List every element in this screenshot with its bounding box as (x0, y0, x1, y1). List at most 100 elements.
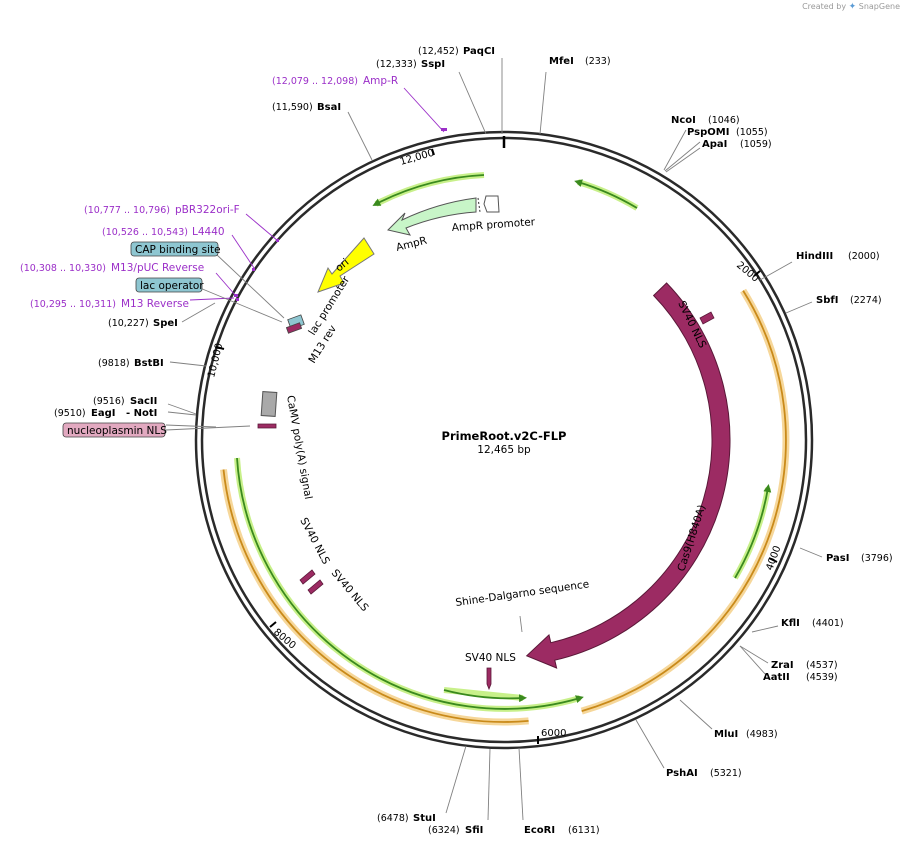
site-pspomi-pos: (1055) (736, 127, 768, 138)
site-pasi: PasI (826, 553, 849, 564)
cap-binding-site-label: CAP binding site (135, 244, 221, 256)
site-ecori: EcoRI (524, 825, 555, 836)
site-zrai: ZraI (771, 660, 794, 671)
site-sbfi-pos: (2274) (850, 295, 882, 306)
site-pshai: PshAI (666, 768, 698, 779)
site-kfli: KflI (781, 618, 800, 629)
primer-m13-puc-reverse: M13/pUC Reverse (111, 262, 204, 274)
site-hindiii-pos: (2000) (848, 251, 880, 262)
site-sbfi: SbfI (816, 295, 838, 306)
orf-5 (443, 689, 527, 703)
site-bstbi: BstBI (134, 358, 164, 369)
primer-pbr322ori-f: pBR322ori-F (175, 204, 240, 216)
orf-3 (734, 484, 772, 579)
ori-arrow (317, 237, 375, 293)
site-spei-pos: (10,227) (108, 318, 149, 329)
primer-pbr322ori-f-pos: (10,777 .. 10,796) (84, 205, 170, 216)
site-paqci-pos: (12,452) (418, 46, 459, 57)
site-aatii: AatII (763, 672, 790, 683)
shine-dalgarno-label: Shine-Dalgarno sequence (455, 578, 590, 609)
ampr-label: AmpR (395, 235, 428, 254)
cap-binding-site-box (130, 241, 219, 257)
orf-layer (220, 288, 790, 726)
site-pshai-pos: (5321) (710, 768, 742, 779)
cas9-arrow (525, 282, 731, 669)
site-sfii: SfiI (465, 825, 483, 836)
site-eagi: EagI (91, 408, 115, 419)
sv40-nls-arrow-bottom (486, 667, 492, 691)
primer-m13-reverse: M13 Reverse (121, 298, 189, 310)
site-aatii-pos: (4539) (806, 672, 838, 683)
orf-orange-right (581, 290, 787, 712)
orf-4 (236, 457, 584, 710)
site-eagi-pos: (9510) (54, 408, 86, 419)
orf-glow-3 (732, 487, 771, 580)
site-sfii-pos: (6324) (428, 825, 460, 836)
site-stui-pos: (6478) (377, 813, 409, 824)
site-sacii-pos: (9516) (93, 396, 125, 407)
site-ncoi: NcoI (671, 115, 696, 126)
site-hindiii: HindIII (796, 251, 833, 262)
primer-l4440: L4440 (192, 226, 225, 238)
sv40-nls-label-left-1: SV40 NLS (297, 516, 332, 567)
ampr-junction (477, 197, 481, 213)
site-mfei: MfeI (549, 56, 574, 67)
site-sacii: SacII (130, 396, 157, 407)
site-apai: ApaI (702, 139, 727, 150)
primer-amp-r: Amp-R (363, 75, 398, 87)
site-pspomi: PspOMI (687, 127, 729, 138)
nucleoplasmin-nls-label: nucleoplasmin NLS (67, 425, 167, 437)
created-by-label: Created by (802, 2, 847, 11)
shine-dalgarno-leader (519, 615, 523, 633)
orf-2 (574, 179, 638, 209)
orf-orange-left (222, 469, 529, 723)
site-sspi: SspI (421, 59, 445, 70)
site-pasi-pos: (3796) (861, 553, 893, 564)
site-spei: SpeI (153, 318, 178, 329)
plasmid-name: PrimeRoot.v2C-FLP (442, 429, 567, 443)
primer-marks (234, 128, 447, 301)
snapgene-credit: Created by ✦ SnapGene (802, 2, 900, 12)
site-ecori-pos: (6131) (568, 825, 600, 836)
cas9-junction (676, 595, 689, 603)
ampr-arrow (387, 197, 477, 236)
site-bsai: BsaI (317, 102, 341, 113)
site-sspi-pos: (12,333) (376, 59, 417, 70)
site-leaders (165, 58, 823, 821)
plasmid-backbone (194, 130, 814, 750)
primer-l4440-pos: (10,526 .. 10,543) (102, 227, 188, 238)
camv-polya-label: CaMV poly(A) signal (284, 394, 314, 500)
nucleoplasmin-nls-arrow (257, 423, 277, 429)
ampr-promoter-arrow (483, 195, 500, 213)
ampr-promoter-label: AmpR promoter (451, 216, 536, 234)
orf-1 (372, 174, 485, 206)
tick-marks (215, 148, 778, 744)
sv40-nls-label-left-2: SV40 NLS (329, 567, 371, 614)
site-zrai-pos: (4537) (806, 660, 838, 671)
tick-6000: 6000 (541, 728, 566, 739)
site-paqci: PaqCI (463, 46, 495, 57)
site-kfli-pos: (4401) (812, 618, 844, 629)
box-leaders (165, 253, 285, 431)
sv40-nls-arrow-top (699, 311, 715, 325)
sv40-nls-arrow-left-1 (299, 569, 316, 585)
green-orfs (234, 172, 772, 712)
primer-m13-reverse-pos: (10,295 .. 10,311) (30, 299, 116, 310)
orf-orange-right-glow (580, 288, 790, 715)
site-mfei-pos: (233) (585, 56, 611, 67)
lac-operator-box (135, 277, 203, 293)
site-mlui: MluI (714, 729, 738, 740)
primer-m13-puc-reverse-pos: (10,308 .. 10,330) (20, 263, 106, 274)
camv-polya-box (260, 391, 278, 417)
cas9-feature (525, 282, 731, 669)
primer-leaders (189, 87, 445, 301)
site-mlui-pos: (4983) (746, 729, 778, 740)
primer-amp-r-pos: (12,079 .. 12,098) (272, 76, 358, 87)
site-ncoi-pos: (1046) (708, 115, 740, 126)
orf-glow-2 (577, 179, 639, 211)
m13-rev-box (285, 322, 303, 334)
site-stui: StuI (413, 813, 436, 824)
sv40-nls-label-bottom: SV40 NLS (465, 652, 516, 664)
snapgene-logo-icon: ✦ (848, 2, 857, 12)
